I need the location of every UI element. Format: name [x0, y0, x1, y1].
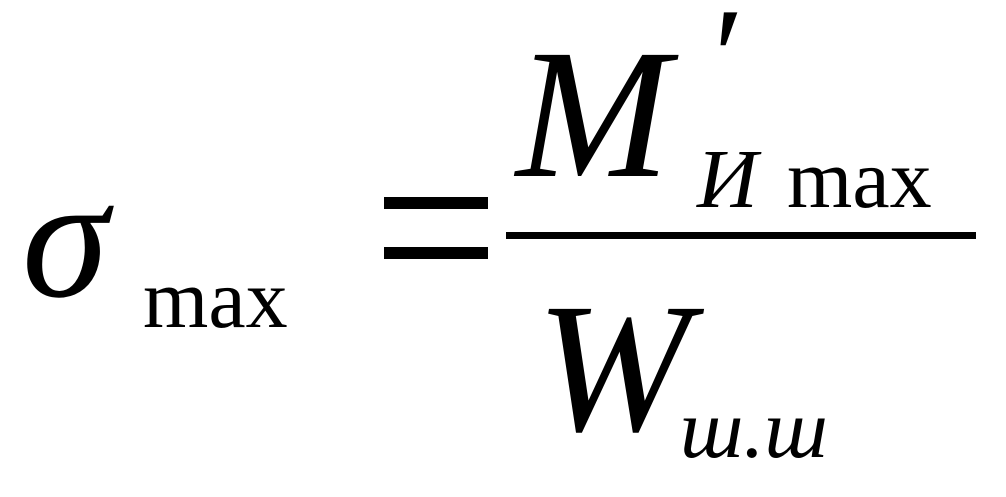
sigma-subscript: max: [143, 253, 288, 346]
equals-sign-bottom-bar: [384, 247, 488, 259]
denominator-subscript: ш.ш: [680, 383, 828, 476]
sigma-symbol: σ: [22, 140, 109, 334]
denominator-symbol: W: [536, 266, 691, 471]
equals-sign-top-bar: [384, 197, 488, 209]
fraction-bar: [506, 232, 976, 239]
numerator-subscript-max: max: [787, 133, 932, 226]
numerator-prime: ′: [705, 0, 736, 135]
numerator-subscript-letter: И: [697, 133, 758, 226]
numerator-symbol: M: [516, 12, 671, 217]
